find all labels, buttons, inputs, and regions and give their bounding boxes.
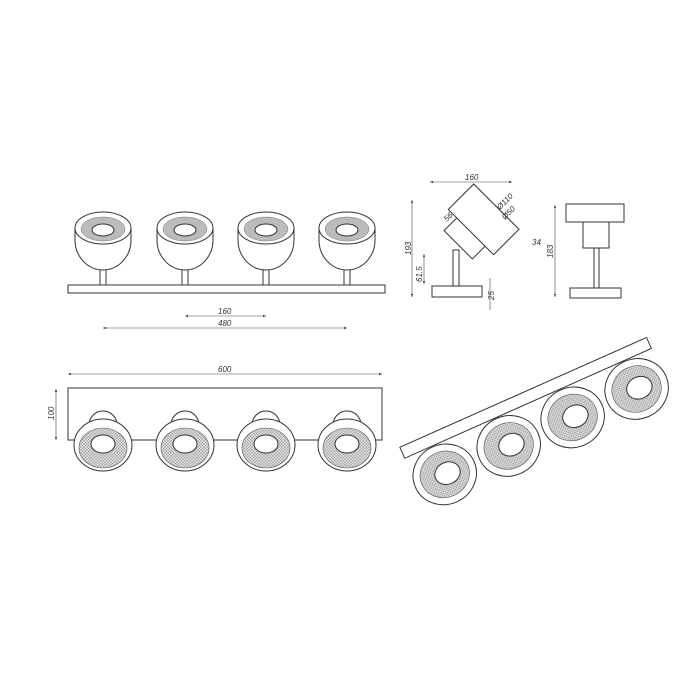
end-view — [553, 203, 625, 299]
front-view — [67, 211, 386, 294]
lens — [91, 223, 115, 237]
dim-base-height: 25 — [487, 291, 496, 301]
lens — [562, 404, 589, 429]
lens — [434, 461, 461, 486]
dim-height: 193 — [404, 241, 413, 255]
side-view — [410, 180, 520, 310]
perspective-view — [399, 336, 669, 506]
mounting-bar — [67, 284, 386, 294]
dim-side-width: 160 — [465, 173, 479, 182]
dim-end-height: 183 — [546, 244, 555, 258]
dim-depth: 100 — [47, 406, 56, 420]
top-view — [67, 387, 383, 472]
dim-ring: 34 — [532, 238, 541, 247]
lens — [498, 432, 525, 457]
lens — [626, 375, 653, 400]
lens — [90, 434, 116, 454]
lens — [253, 434, 279, 454]
dim-spacing: 160 — [218, 307, 232, 316]
lens — [334, 434, 360, 454]
dim-total-span: 480 — [218, 319, 232, 328]
dim-arm-height: 61.5 — [415, 266, 424, 282]
lens — [172, 434, 198, 454]
dim-length: 600 — [218, 365, 232, 374]
lens — [254, 223, 278, 237]
lens — [335, 223, 359, 237]
lens — [173, 223, 197, 237]
